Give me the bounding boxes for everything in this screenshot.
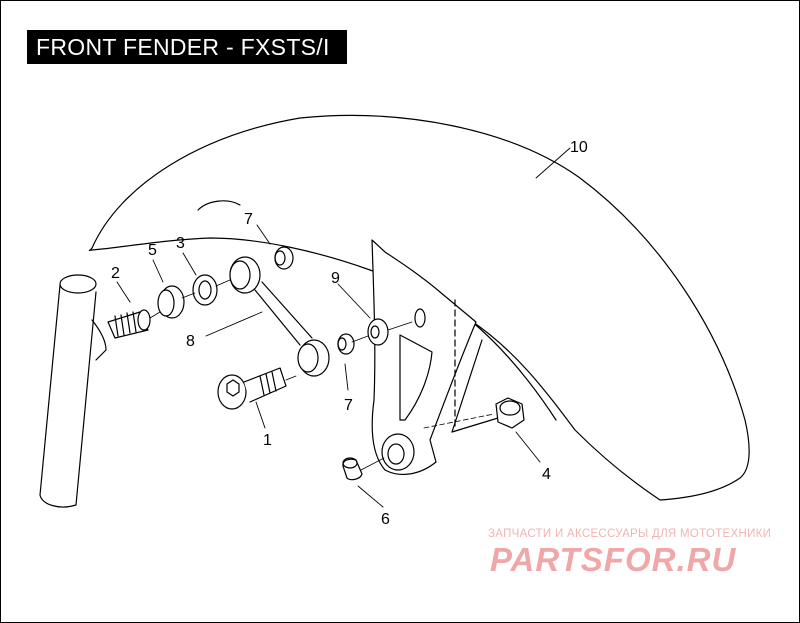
callout-4: 4 — [542, 466, 551, 483]
callout-7-lower: 7 — [344, 397, 353, 414]
watermark-tagline: ЗАПЧАСТИ И АКСЕССУАРЫ ДЛЯ МОТОТЕХНИКИ — [488, 528, 772, 540]
nut-part-7-upper — [274, 246, 294, 270]
fender-bracket — [371, 239, 499, 476]
callout-5: 5 — [148, 242, 157, 259]
diagram-title: FRONT FENDER - FXSTS/I — [27, 30, 347, 64]
nut-part-7-lower — [337, 333, 355, 355]
callout-7-upper: 7 — [244, 211, 253, 228]
callout-8: 8 — [186, 333, 195, 350]
washer-part-3 — [192, 274, 218, 306]
nut-part-4 — [495, 397, 525, 429]
callout-3: 3 — [176, 235, 185, 252]
washer-part-9 — [367, 318, 389, 346]
bolt-part-1 — [217, 367, 287, 410]
stud-part-2 — [107, 309, 151, 339]
watermark-logo: PARTSFOR.RU — [490, 541, 737, 578]
fender-part-10 — [88, 114, 750, 501]
leader-lines — [116, 147, 571, 508]
fork-tube — [39, 274, 107, 508]
callout-10: 10 — [570, 139, 588, 156]
callout-1: 1 — [263, 432, 272, 449]
callout-9: 9 — [331, 270, 340, 287]
callout-2: 2 — [111, 265, 120, 282]
center-lines — [149, 279, 495, 471]
spacer-part-6 — [342, 457, 363, 481]
spacer-part-5 — [157, 285, 185, 319]
bracket-lower-eye — [381, 433, 415, 471]
callout-6: 6 — [381, 511, 390, 528]
link-part-8 — [229, 256, 330, 377]
